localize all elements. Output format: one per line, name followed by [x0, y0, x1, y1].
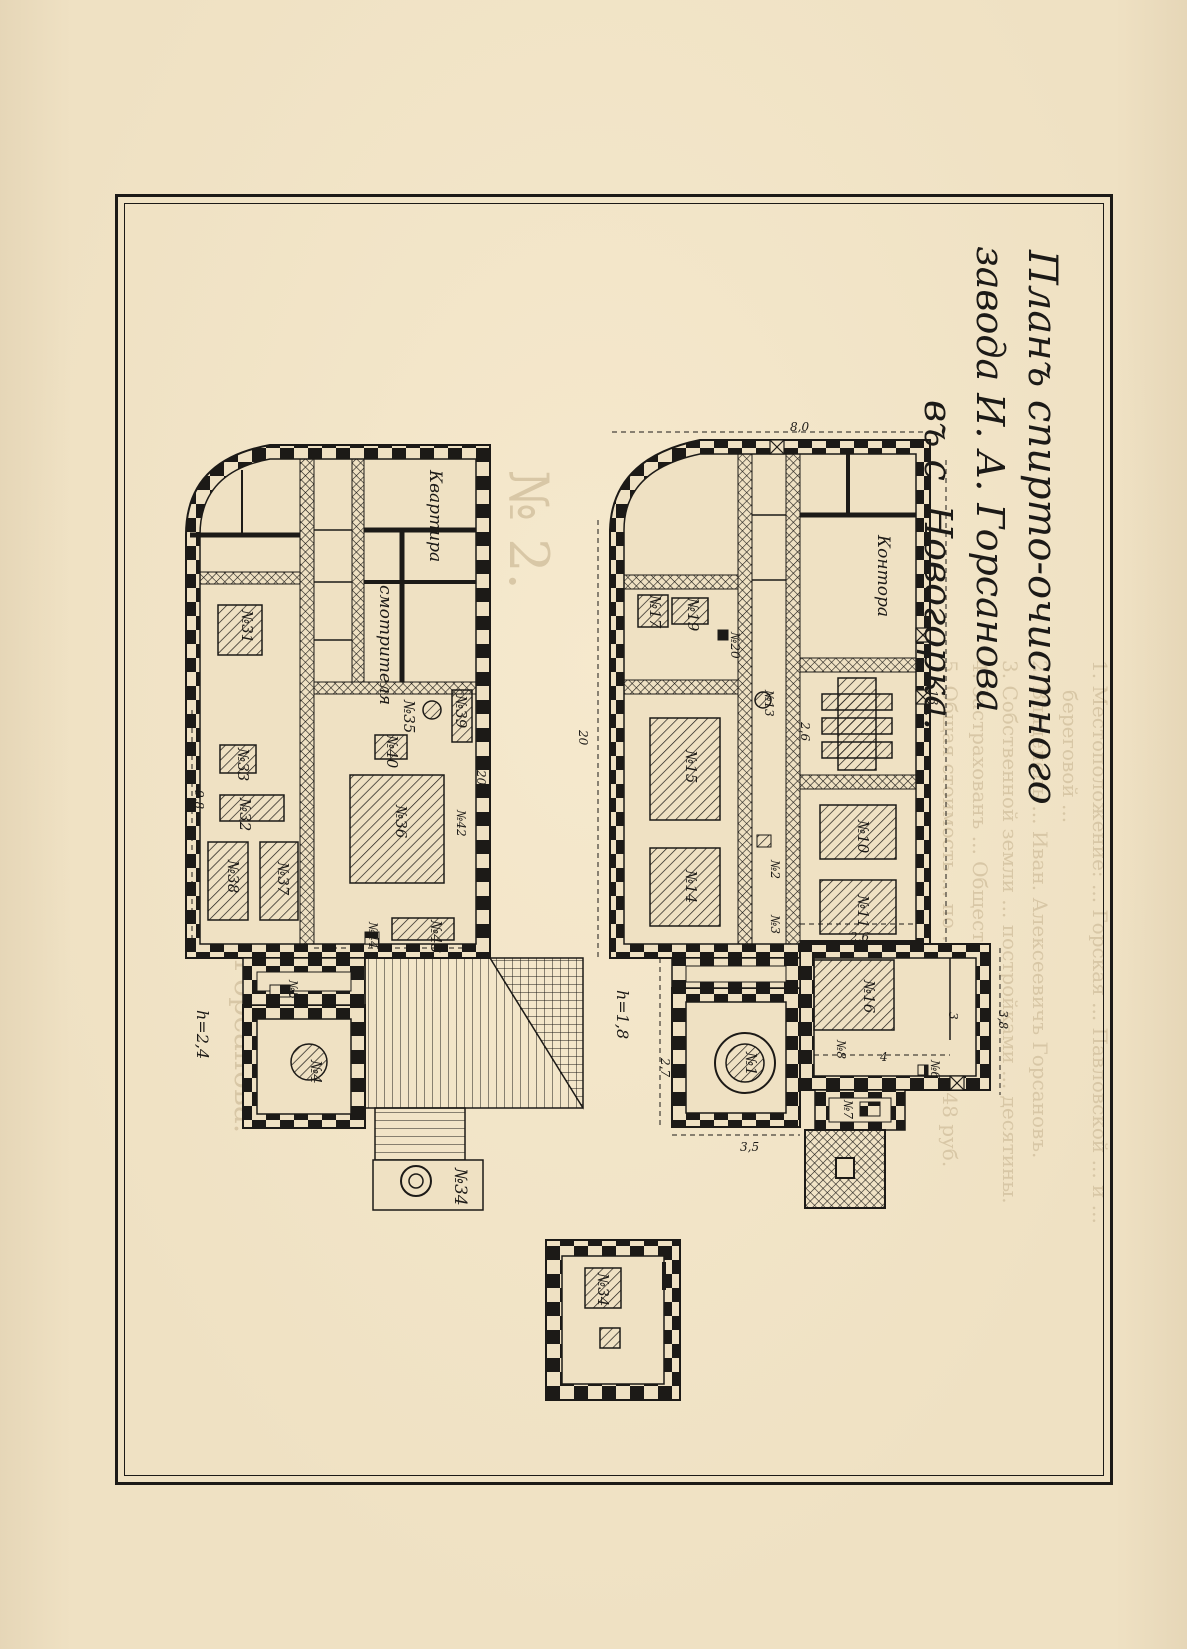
building-lower — [609, 439, 991, 1209]
height-upper: h=2,4 — [193, 1010, 212, 1060]
label-n13: №13 — [762, 690, 776, 717]
label-n43: №43 — [427, 920, 445, 954]
equipment-15 — [649, 717, 721, 821]
plan-title-line-1: Планъ спирто-очистного — [1019, 250, 1065, 805]
label-n37: №37 — [274, 862, 292, 896]
room-apartment-label: Квартира — [425, 470, 445, 563]
dim-3-5: 3,5 — [740, 1140, 760, 1154]
dim-8-0: 8,0 — [790, 420, 810, 434]
label-n15: №15 — [682, 750, 700, 784]
outer-frame — [115, 194, 1113, 1485]
dim-3-8: 3,8 — [996, 1010, 1010, 1030]
label-n34-well: №34 — [450, 1168, 470, 1206]
label-n32: №32 — [236, 798, 254, 832]
shed-roof — [364, 957, 584, 1161]
vat-35 — [422, 700, 442, 720]
label-n36: №36 — [392, 805, 410, 839]
dim-4: 4 — [880, 1050, 888, 1064]
dim-2-7: 2,7 — [658, 1058, 672, 1078]
label-n14: №14 — [682, 870, 700, 904]
equipment-10 — [819, 804, 897, 860]
dim-9-8: 9,8 — [192, 790, 206, 810]
label-n34-small: №34 — [594, 1273, 612, 1307]
equipment-43 — [391, 917, 455, 941]
vat-13 — [754, 691, 772, 709]
dimension-lines — [191, 431, 1001, 1136]
label-n38: №38 — [224, 860, 242, 894]
equipment-17 — [637, 594, 669, 628]
plan-title-line-3: въ с. Новогорка. — [916, 400, 960, 730]
dim-13: 13 — [926, 690, 940, 706]
building-small — [545, 1239, 681, 1401]
label-n11: №11 — [854, 895, 872, 929]
label-n44: №44 — [366, 922, 380, 949]
label-n1: №1 — [742, 1052, 760, 1076]
label-n10: №10 — [854, 820, 872, 854]
equipment-19 — [671, 597, 709, 625]
label-n20: №20 — [728, 632, 742, 659]
label-n5: №5 — [286, 980, 300, 999]
plan-title-line-2: завода И. А. Горсанова — [968, 246, 1012, 713]
equipment-39 — [451, 689, 473, 743]
dim-20-lower: 20 — [576, 730, 590, 746]
label-n33: №33 — [234, 748, 252, 782]
label-n31: №31 — [238, 610, 256, 644]
dim-3: 3 — [946, 1012, 960, 1020]
dim-2-6-b: 2,6 — [850, 930, 870, 944]
label-n42: №42 — [454, 810, 468, 837]
label-n17: №17 — [646, 595, 664, 629]
equipment-38 — [207, 841, 249, 921]
label-n4: №4 — [307, 1060, 325, 1084]
equipment-33 — [219, 744, 257, 774]
equipment-36 — [349, 774, 445, 884]
label-n39: №39 — [452, 695, 470, 729]
equipment-32 — [219, 794, 285, 822]
label-n35: №35 — [400, 700, 418, 734]
height-lower: h=1,8 — [613, 990, 632, 1040]
building-upper — [185, 444, 584, 1211]
equipment-11 — [819, 879, 897, 935]
dim-20-upper: 20 — [474, 770, 488, 786]
equipment-16 — [813, 959, 895, 1031]
label-n6: №6 — [928, 1060, 942, 1079]
label-n7: №7 — [841, 1100, 855, 1119]
equipment-37 — [259, 841, 299, 921]
label-n16: №16 — [860, 980, 878, 1014]
room-keeper-label: смотрителя — [375, 585, 395, 706]
room-office-label: Контора — [873, 535, 893, 617]
label-n3: №3 — [768, 915, 782, 934]
boiler-1 — [725, 1043, 765, 1083]
apparatus-cross — [821, 677, 893, 771]
label-n2: №2 — [768, 860, 782, 879]
equipment-14 — [649, 847, 721, 927]
inner-frame — [124, 203, 1104, 1476]
dim-2-6-a: 2,6 — [798, 722, 812, 742]
well-34 — [372, 1159, 484, 1211]
equipment-31 — [217, 604, 263, 656]
label-n19: №19 — [684, 598, 702, 632]
vat-4 — [290, 1043, 328, 1081]
equipment-40 — [374, 734, 408, 760]
label-n8: №8 — [834, 1040, 848, 1059]
label-n40: №40 — [383, 735, 401, 769]
